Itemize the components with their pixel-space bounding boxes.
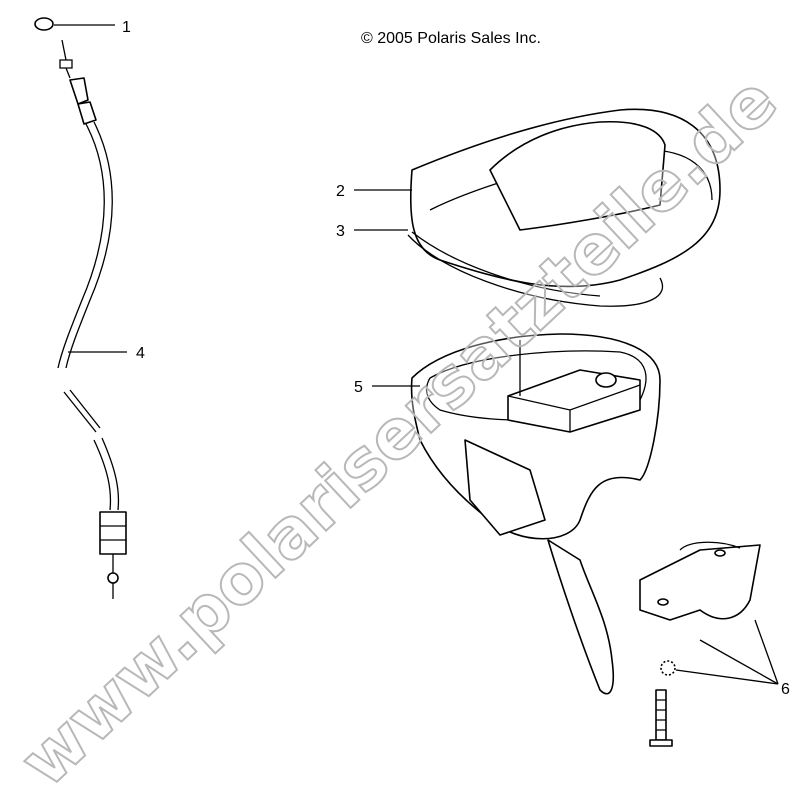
callout-5: 5 <box>354 379 363 396</box>
copyright-text: © 2005 Polaris Sales Inc. <box>361 30 541 47</box>
part-5-housing <box>410 333 661 695</box>
watermark-text: www.polarisersatzteile.de <box>6 61 793 787</box>
callout-1: 1 <box>122 19 131 36</box>
part-4-cable <box>57 39 127 599</box>
callout-3: 3 <box>336 223 345 240</box>
callout-6: 6 <box>781 681 790 698</box>
leader-lines <box>54 24 779 685</box>
part-6-clamp-assembly <box>639 541 761 747</box>
part-3-gasket <box>407 231 664 307</box>
callout-2: 2 <box>336 183 345 200</box>
callout-4: 4 <box>136 345 145 362</box>
part-1-oring <box>34 17 54 31</box>
part-2-cover <box>409 108 721 288</box>
